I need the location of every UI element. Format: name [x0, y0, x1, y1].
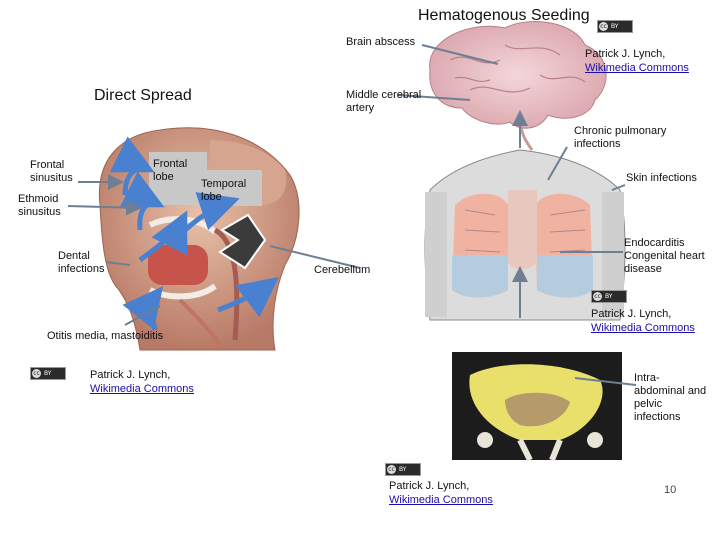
label-dental-infections: Dental infections	[58, 250, 105, 275]
credit-link-brain[interactable]: Wikimedia Commons	[585, 62, 689, 74]
credit-link-torso[interactable]: Wikimedia Commons	[591, 322, 695, 334]
credit-head: Patrick J. Lynch, Wikimedia Commons	[90, 368, 194, 396]
credit-pelvis: Patrick J. Lynch, Wikimedia Commons	[389, 479, 493, 507]
label-temporal-lobe: Temporal lobe	[201, 178, 247, 203]
direct-spread-arrows	[109, 136, 279, 331]
page-title: Hematogenous Seeding	[418, 7, 590, 24]
label-endocarditis: Endocarditis Congenital heart disease	[624, 237, 705, 275]
direct-spread-heading: Direct Spread	[94, 87, 192, 104]
credit-torso: Patrick J. Lynch, Wikimedia Commons	[591, 307, 695, 335]
label-frontal-lobe: Frontal lobe	[153, 158, 188, 183]
credit-author: Patrick J. Lynch,	[591, 308, 672, 320]
credit-author: Patrick J. Lynch,	[585, 48, 666, 60]
label-intra-abdominal: Intra- abdominal and pelvic infections	[634, 372, 707, 423]
label-skin-infections: Skin infections	[626, 172, 697, 184]
page-number: 10	[664, 484, 677, 496]
label-brain-abscess: Brain abscess	[346, 36, 416, 48]
credit-author: Patrick J. Lynch,	[90, 369, 171, 381]
credit-author: Patrick J. Lynch,	[389, 480, 470, 492]
cerebellum-chevron-icon	[218, 213, 267, 270]
torso-lungs-image	[424, 149, 626, 321]
label-middle-cerebral-artery: Middle cerebral artery	[346, 89, 422, 114]
label-frontal-sinusitus: Frontal sinusitus	[30, 159, 73, 184]
pelvis-image	[452, 352, 622, 462]
hematogenous-arrows	[67, 44, 637, 386]
label-chronic-pulmonary: Chronic pulmonary infections	[574, 125, 667, 150]
credit-brain: Patrick J. Lynch, Wikimedia Commons	[585, 47, 689, 75]
label-otitis-media: Otitis media, mastoiditis	[47, 330, 164, 342]
credit-link-head[interactable]: Wikimedia Commons	[90, 383, 194, 395]
label-cerebellum: Cerebellum	[314, 264, 371, 276]
credit-link-pelvis[interactable]: Wikimedia Commons	[389, 494, 493, 506]
label-ethmoid-sinusitus: Ethmoid sinusitus	[18, 193, 61, 218]
